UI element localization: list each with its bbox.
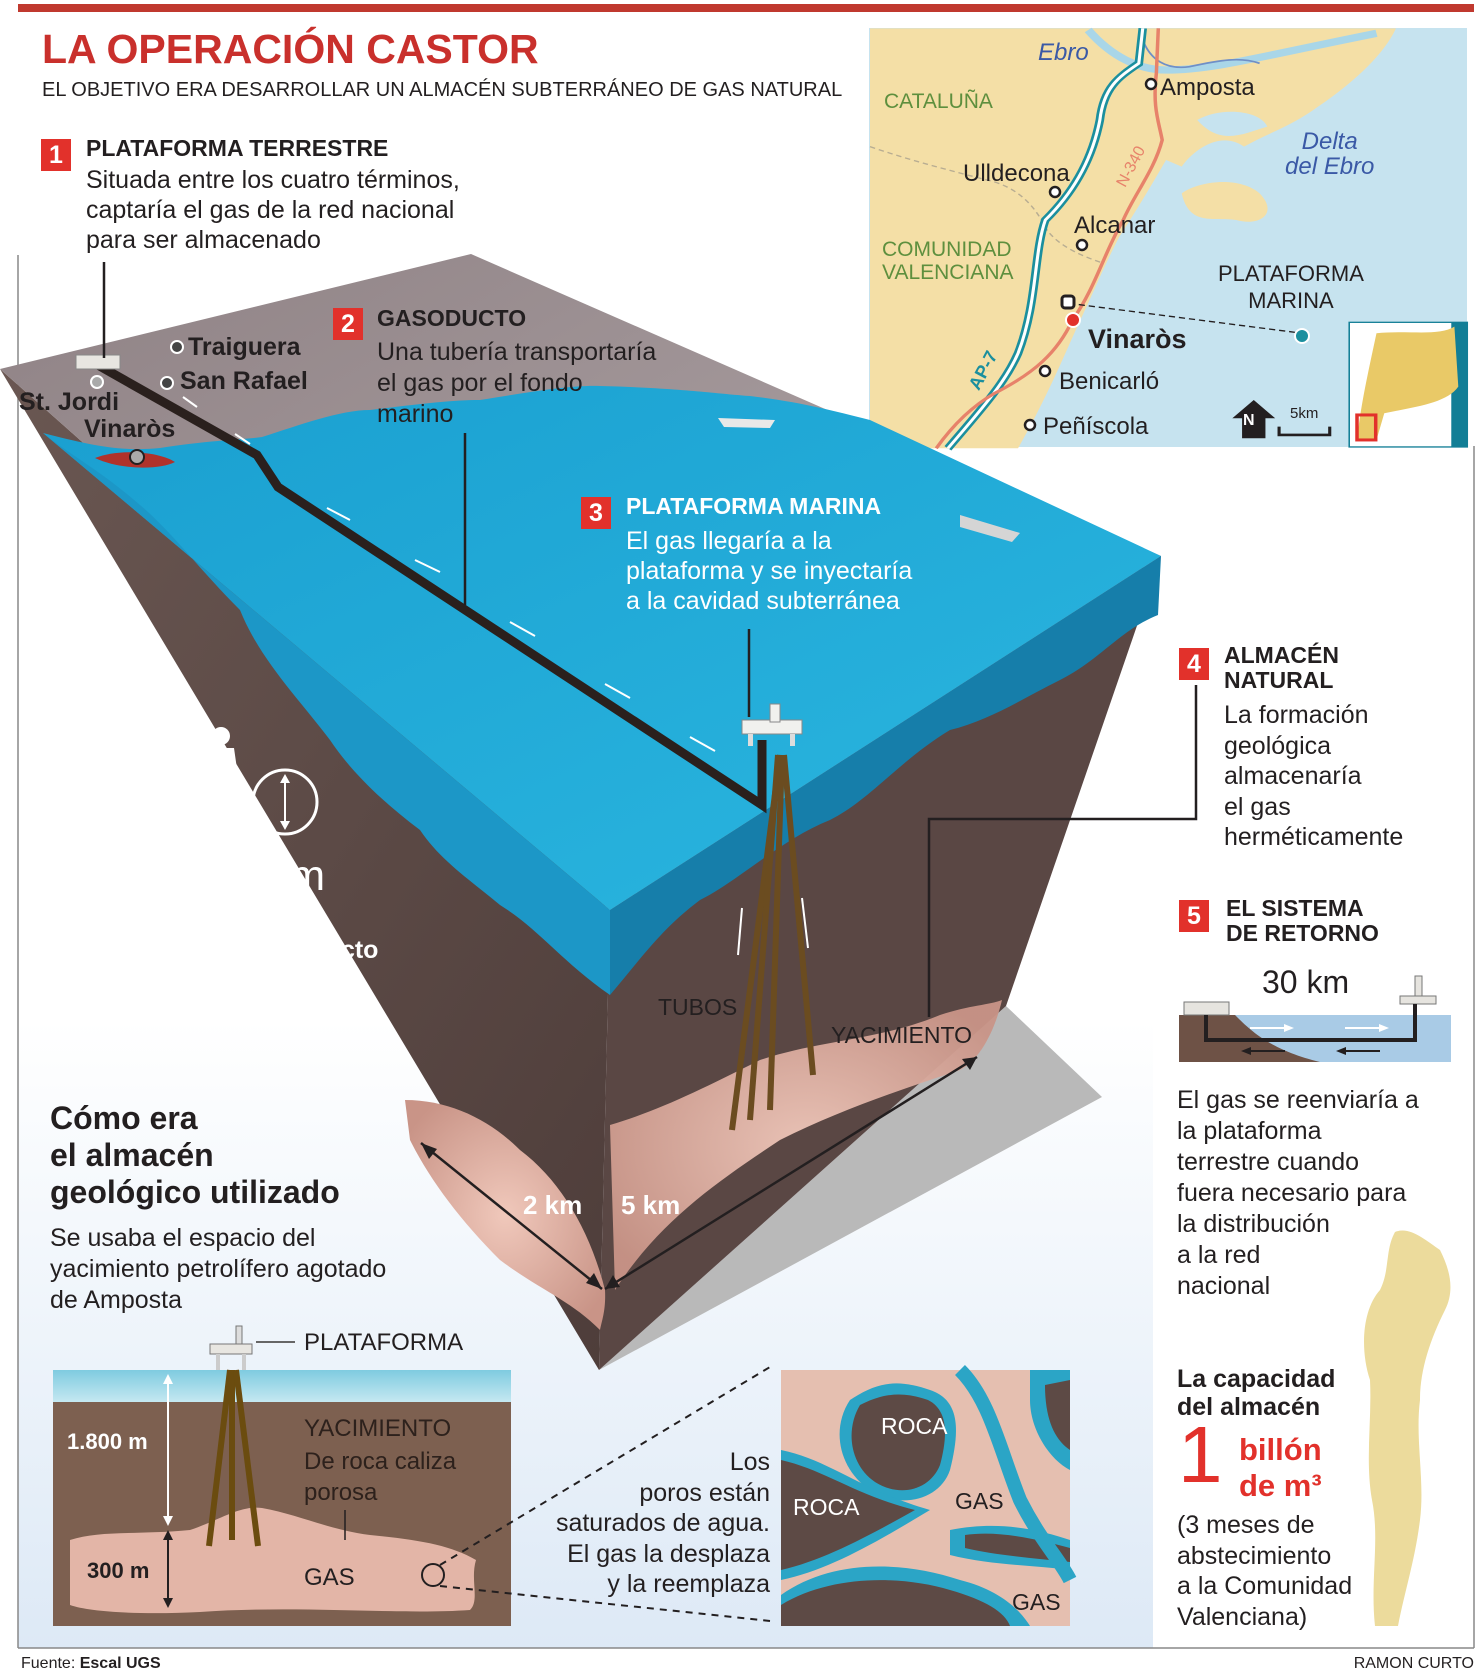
sea-platform bbox=[741, 703, 803, 746]
storage-text: Se usaba el espacio del yacimiento petro… bbox=[50, 1224, 387, 1314]
place-vinaros: Vinaròs bbox=[84, 415, 176, 443]
section-number-2: 2 bbox=[333, 308, 363, 340]
reservoir-left bbox=[405, 1100, 606, 1330]
boat bbox=[960, 515, 1020, 542]
cross-section-gas: GAS bbox=[304, 1564, 355, 1591]
tubes bbox=[729, 754, 816, 1131]
page-title: LA OPERACIÓN CASTOR bbox=[42, 26, 539, 72]
section-4-text: La formación geológica almacenaría el ga… bbox=[1224, 701, 1404, 851]
place-st-jordi: St. Jordi bbox=[19, 388, 120, 416]
pore-diagram bbox=[781, 1365, 1077, 1626]
map-label-comunidad: COMUNIDAD VALENCIANA bbox=[882, 238, 1014, 284]
map-label-plataforma: PLATAFORMA MARINA bbox=[1218, 261, 1364, 313]
section-number-4: 4 bbox=[1179, 648, 1209, 680]
footer-author: RAMON CURTO bbox=[1353, 1655, 1474, 1672]
cross-section bbox=[53, 1325, 511, 1626]
map-label-ulldecona: Ulldecona bbox=[963, 160, 1070, 187]
section-number-5: 5 bbox=[1179, 900, 1209, 932]
pore-label-gas-1: GAS bbox=[955, 1488, 1004, 1514]
pipeline bbox=[93, 360, 767, 814]
capacity-unit: billón de m³ bbox=[1239, 1432, 1322, 1503]
thickness-label: 300 m bbox=[87, 1558, 150, 1583]
return-system-diagram bbox=[1179, 975, 1451, 1062]
place-san-rafael: San Rafael bbox=[180, 367, 308, 395]
page-subtitle: EL OBJETIVO ERA DESARROLLAR UN ALMACÉN S… bbox=[42, 79, 843, 101]
reservoir-right bbox=[610, 1000, 1002, 1290]
section-5-title: EL SISTEMA DE RETORNO bbox=[1226, 895, 1379, 946]
capacity-title: La capacidad del almacén bbox=[1177, 1365, 1336, 1421]
place-traiguera: Traiguera bbox=[188, 333, 301, 361]
map-scale: 5km bbox=[1290, 405, 1319, 422]
pore-label-roca-1: ROCA bbox=[881, 1413, 948, 1439]
section-1-title: PLATAFORMA TERRESTRE bbox=[86, 135, 389, 161]
yacimiento-label: YACIMIENTO bbox=[831, 1022, 972, 1048]
sea-left-section bbox=[43, 433, 610, 995]
source-label: Fuente: bbox=[21, 1655, 76, 1672]
sea-right-section bbox=[610, 556, 1161, 995]
dimension-arrows bbox=[420, 1055, 978, 1291]
pores-text: Los poros están saturados de agua. El ga… bbox=[555, 1448, 770, 1598]
cross-section-plataforma: PLATAFORMA bbox=[304, 1329, 464, 1356]
section-3-text: El gas llegaría a la plataforma y se iny… bbox=[626, 527, 913, 615]
map-label-peniscola: Peñíscola bbox=[1043, 413, 1149, 440]
depth-label: 1.800 m bbox=[67, 1429, 148, 1454]
top-band bbox=[18, 4, 1474, 12]
footer-source: Fuente: Escal UGS bbox=[21, 1655, 161, 1673]
section-2-title: GASODUCTO bbox=[377, 305, 527, 331]
diameter-icon bbox=[251, 768, 319, 836]
section-4-title: ALMACÉN NATURAL bbox=[1224, 642, 1339, 693]
section-1-text: Situada entre los cuatro términos, capta… bbox=[86, 166, 460, 254]
section-number-1: 1 bbox=[41, 139, 71, 171]
map-label-vinaros: Vinaròs bbox=[1088, 324, 1187, 354]
pore-label-gas-2: GAS bbox=[1012, 1589, 1061, 1615]
storage-title: Cómo era el almacén geológico utilizado bbox=[50, 1100, 340, 1210]
cross-section-yacimiento-text: De roca caliza porosa bbox=[304, 1448, 457, 1506]
map-label-cataluna: CATALUÑA bbox=[884, 90, 993, 113]
section-number-3: 3 bbox=[581, 497, 611, 529]
map-label-delta: Delta del Ebro bbox=[1285, 128, 1375, 180]
map-label-amposta: Amposta bbox=[1160, 74, 1255, 101]
map-label-ebro: Ebro bbox=[1038, 39, 1089, 66]
section-2-text: Una tubería transportaría el gas por el … bbox=[377, 338, 657, 428]
dimension-5km: 5 km bbox=[621, 1190, 681, 1220]
map-label-alcanar: Alcanar bbox=[1074, 212, 1156, 239]
north-arrow-icon: N bbox=[1243, 412, 1255, 429]
capacity-value: 1 bbox=[1178, 1410, 1223, 1499]
valencia-map-icon bbox=[1364, 1230, 1451, 1626]
section-5-text: El gas se reenviaría a la plataforma ter… bbox=[1177, 1086, 1419, 1300]
return-distance: 30 km bbox=[1262, 964, 1350, 1000]
dimension-2km: 2 km bbox=[523, 1190, 583, 1220]
boat bbox=[718, 418, 775, 428]
map-label-benicarlo: Benicarló bbox=[1059, 368, 1160, 395]
capacity-note: (3 meses de abstecimiento a la Comunidad… bbox=[1177, 1511, 1353, 1631]
diameter-label: Diámetro del gasoducto bbox=[209, 905, 379, 964]
block-diagram bbox=[0, 254, 1198, 1370]
location-map bbox=[869, 27, 1469, 451]
flow-arrows bbox=[182, 396, 809, 956]
section-3-title: PLATAFORMA MARINA bbox=[626, 493, 882, 519]
block-shadow bbox=[599, 1006, 1102, 1370]
tubos-label: TUBOS bbox=[658, 994, 738, 1020]
person-icon bbox=[202, 727, 240, 835]
diameter-value: 80 cm bbox=[208, 852, 326, 900]
land-platform bbox=[75, 354, 121, 370]
cross-section-yacimiento: YACIMIENTO bbox=[304, 1415, 452, 1442]
source-name: Escal UGS bbox=[79, 1655, 161, 1672]
pore-label-roca-2: ROCA bbox=[793, 1494, 860, 1520]
